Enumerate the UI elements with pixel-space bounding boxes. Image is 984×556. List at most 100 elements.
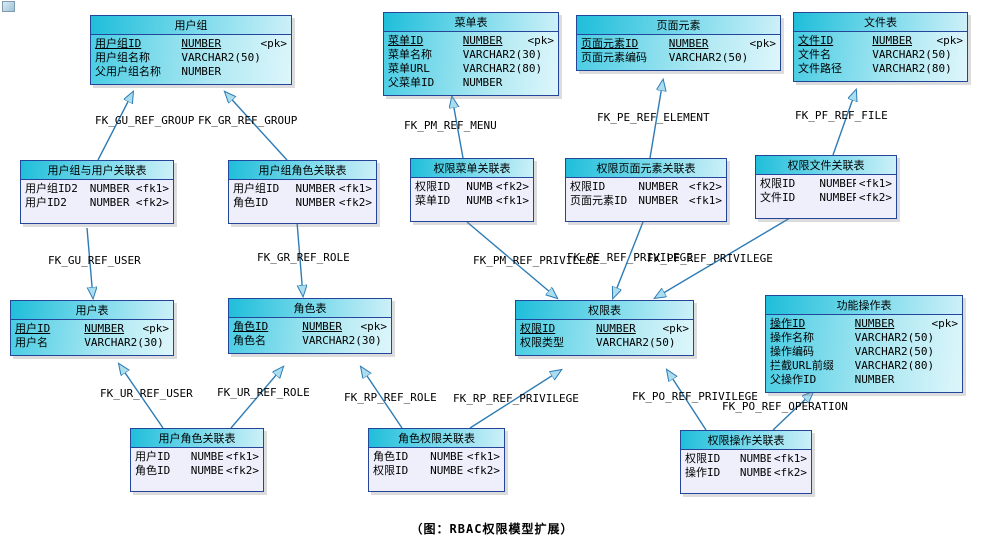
column-key-tag: <pk> (360, 320, 388, 333)
table-title: 权限文件关联表 (756, 156, 896, 175)
relation-label-ur-ref-role[interactable]: FK_UR_REF_ROLE (217, 386, 310, 399)
column-name: 文件路径 (798, 62, 842, 75)
column-name: 角色ID (373, 450, 409, 463)
column-key-tag: <pk> (662, 322, 690, 335)
column-key-tag: <fk2> (773, 466, 807, 479)
column-name: 角色ID (233, 196, 269, 209)
column-name: 页面元素ID (581, 37, 639, 50)
relation-label-po-ref-privilege[interactable]: FK_PO_REF_PRIVILEGE (632, 390, 758, 403)
relation-label-gu-ref-user[interactable]: FK_GU_REF_USER (48, 254, 141, 267)
relation-label-ur-ref-user[interactable]: FK_UR_REF_USER (100, 387, 193, 400)
table-title: 用户表 (11, 301, 173, 320)
column-type: NUMBER (466, 180, 493, 193)
table-title: 角色表 (229, 299, 391, 318)
table-title: 角色权限关联表 (369, 429, 504, 448)
column-name: 权限类型 (520, 336, 564, 349)
relation-label-pm-ref-privilege[interactable]: FK_PM_REF_PRIVILEGE (473, 254, 599, 267)
table-title: 权限操作关联表 (681, 431, 811, 450)
relation-label-gu-ref-group[interactable]: FK_GU_REF_GROUP (95, 114, 195, 127)
column-name: 用户名 (15, 336, 48, 349)
column-name: 拦截URL前缀 (770, 359, 834, 372)
column-type: NUMBER (854, 373, 895, 386)
relation-label-gr-ref-group[interactable]: FK_GR_REF_GROUP (198, 114, 298, 127)
column-key-tag: <pk> (260, 37, 288, 50)
column-name: 用户组ID (233, 182, 280, 195)
column-type: NUMBER (854, 317, 895, 330)
column-key-tag: <pk> (749, 37, 777, 50)
column-type: NUMBER (739, 466, 771, 479)
column-type: NUMBER (638, 180, 679, 193)
relation-label-pf-ref-file[interactable]: FK_PF_REF_FILE (795, 109, 888, 122)
column-name: 操作ID (685, 466, 721, 479)
relation-label-pm-ref-menu[interactable]: FK_PM_REF_MENU (404, 119, 497, 132)
column-key-tag: <fk2> (225, 464, 259, 477)
relation-label-rp-ref-role[interactable]: FK_RP_REF_ROLE (344, 391, 437, 404)
relation-label-pe-ref-privilege[interactable]: FK_PE_REF_PRIVILEGE (567, 251, 693, 264)
relation-label-rp-ref-privilege[interactable]: FK_RP_REF_PRIVILEGE (453, 392, 579, 405)
column-name: 菜单ID (415, 194, 451, 207)
column-key-tag: <fk2> (338, 196, 372, 209)
column-type: NUMBER (739, 452, 771, 465)
relation-arrow-pf-file[interactable] (832, 90, 856, 156)
table-title: 页面元素 (577, 16, 780, 35)
column-key-tag: <fk1> (225, 450, 259, 463)
relation-label-pe-ref-element[interactable]: FK_PE_REF_ELEMENT (597, 111, 710, 124)
relation-label-gr-ref-role[interactable]: FK_GR_REF_ROLE (257, 251, 350, 264)
column-type: VARCHAR2(50) (668, 51, 749, 64)
column-type: NUMBER (295, 182, 336, 195)
column-name: 菜单名称 (388, 48, 432, 61)
column-type: NUMBER (819, 177, 856, 190)
column-type: NUMBER (181, 37, 222, 50)
column-type: NUMBER (89, 182, 130, 195)
table-title: 权限菜单关联表 (411, 159, 533, 178)
relation-label-po-ref-operation[interactable]: FK_PO_REF_OPERATION (722, 400, 848, 413)
column-key-tag: <fk2> (858, 191, 892, 204)
relation-label-pf-ref-privilege[interactable]: FK_PF_REF_PRIVILEGE (647, 252, 773, 265)
column-type: VARCHAR2(30) (462, 48, 543, 61)
column-row-fk2: 操作ID NUMBER<fk2> (681, 466, 811, 480)
table-title: 用户组 (91, 16, 291, 35)
column-name: 父菜单ID (388, 76, 435, 89)
canvas-corner-icon (2, 1, 15, 12)
column-type: VARCHAR2(50) (181, 51, 261, 64)
column-name: 文件名 (798, 48, 831, 61)
